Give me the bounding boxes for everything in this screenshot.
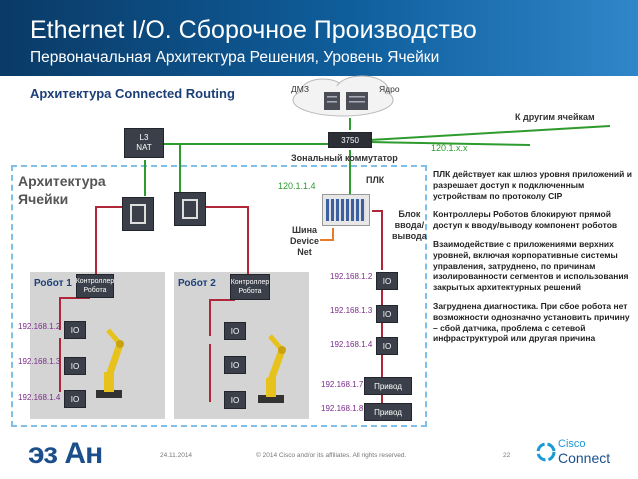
drive-1[interactable]: Привод — [364, 377, 412, 395]
io-label: IO — [70, 361, 80, 371]
cell-switch-1[interactable] — [122, 197, 154, 231]
robot2-title: Робот 2 — [178, 278, 216, 289]
drive-2[interactable]: Привод — [364, 403, 412, 421]
bullet-1: ПЛК действует как шлюз уровня приложений… — [433, 169, 632, 201]
zone-switch[interactable]: 3750 — [328, 132, 372, 148]
plc-label: ПЛК — [366, 175, 385, 185]
plc-io-1[interactable]: IO — [376, 272, 398, 290]
io-label: IO — [70, 394, 80, 404]
plc-icon — [326, 199, 366, 221]
switch-model: 3750 — [341, 135, 359, 145]
slide-subtitle: Первоначальная Архитектура Решения, Уров… — [30, 49, 440, 66]
switch-icon — [182, 199, 198, 219]
slide-title: Ethernet I/O. Сборочное Производство — [30, 16, 477, 44]
bullet-list: ПЛК действует как шлюз уровня приложений… — [433, 169, 633, 352]
l3-nat-device[interactable]: L3 NAT — [124, 128, 164, 158]
cloud-icon — [292, 75, 394, 117]
slide-header: Ethernet I/O. Сборочное Производство Пер… — [0, 0, 638, 76]
zone-switch-label: Зональный коммутатор — [291, 153, 398, 163]
drive-label: Привод — [374, 407, 402, 417]
footer-copyright: © 2014 Cisco and/or its affiliates. All … — [256, 452, 407, 459]
plc-ip-3: 192.168.1.4 — [330, 340, 373, 349]
drive-label: Привод — [374, 381, 402, 391]
cisco-word: Cisco — [558, 438, 586, 450]
footer-date: 24.11.2014 — [160, 452, 193, 459]
robot1-io-2[interactable]: IO — [64, 357, 86, 375]
plc-ip-2: 192.168.1.3 — [330, 306, 373, 315]
robot2-io-1[interactable]: IO — [224, 322, 246, 340]
io-label: IO — [230, 395, 240, 405]
io-label: IO — [382, 276, 392, 286]
l3-nat-label: L3 NAT — [136, 133, 152, 152]
robot1-ip-3: 192.168.1.4 — [18, 393, 61, 402]
other-cells-label: К другим ячейкам — [515, 112, 595, 122]
connected-routing-title: Архитектура Connected Routing — [30, 86, 235, 101]
subnet-label: 120.1.x.x — [431, 143, 468, 153]
io-label: IO — [70, 325, 80, 335]
io-label: IO — [230, 360, 240, 370]
robot2-io-2[interactable]: IO — [224, 356, 246, 374]
ezan-logo: эз Ан — [28, 437, 103, 470]
robot1-controller-label: Контроллер Робота — [75, 278, 115, 294]
bullet-4: Загруднена диагностика. При сбое робота … — [433, 300, 630, 344]
robot1-ip-2: 192.168.1.3 — [18, 357, 61, 366]
plc-ip: 120.1.1.4 — [278, 181, 316, 191]
robot2-controller[interactable]: Контроллер Робота — [230, 274, 270, 300]
cell-switch-2[interactable] — [174, 192, 206, 226]
io-label: IO — [230, 326, 240, 336]
robot2-arm-icon — [258, 334, 286, 403]
bullet-2: Контроллеры Роботов блокируют прямой дос… — [433, 209, 618, 231]
drive-ip-1: 192.168.1.7 — [321, 380, 364, 389]
robot1-title: Робот 1 — [34, 278, 72, 289]
footer-page-number: 22 — [503, 452, 511, 459]
plc-io-2[interactable]: IO — [376, 305, 398, 323]
plc-device[interactable] — [322, 194, 370, 226]
dmz-label: ДМЗ — [291, 84, 309, 94]
io-label: IO — [382, 341, 392, 351]
device-net-label: Шина Device Net — [290, 225, 320, 257]
cell-title: Архитектура Ячейки — [18, 173, 106, 207]
cell-boundary — [11, 165, 427, 427]
drive-ip-2: 192.168.1.8 — [321, 404, 364, 413]
plc-ip-1: 192.168.1.2 — [330, 272, 373, 281]
robot1-io-3[interactable]: IO — [64, 390, 86, 408]
connect-word: Connect — [558, 450, 611, 466]
cisco-circle-icon — [536, 442, 556, 462]
robot1-ip-1: 192.168.1.2 — [18, 322, 61, 331]
plc-io-3[interactable]: IO — [376, 337, 398, 355]
io-label: IO — [382, 309, 392, 319]
bullet-3: Взаимодействие с приложениями верхних ур… — [433, 238, 629, 293]
robot2-controller-label: Контроллер Робота — [230, 279, 270, 295]
io-block-label: Блок ввода/ вывода — [392, 209, 427, 241]
robot2-io-3[interactable]: IO — [224, 391, 246, 409]
core-label: Ядро — [379, 84, 400, 94]
robot1-io-1[interactable]: IO — [64, 321, 86, 339]
robot1-arm-icon — [96, 328, 124, 398]
switch-icon — [130, 204, 146, 224]
robot1-controller[interactable]: Контроллер Робота — [76, 274, 114, 298]
